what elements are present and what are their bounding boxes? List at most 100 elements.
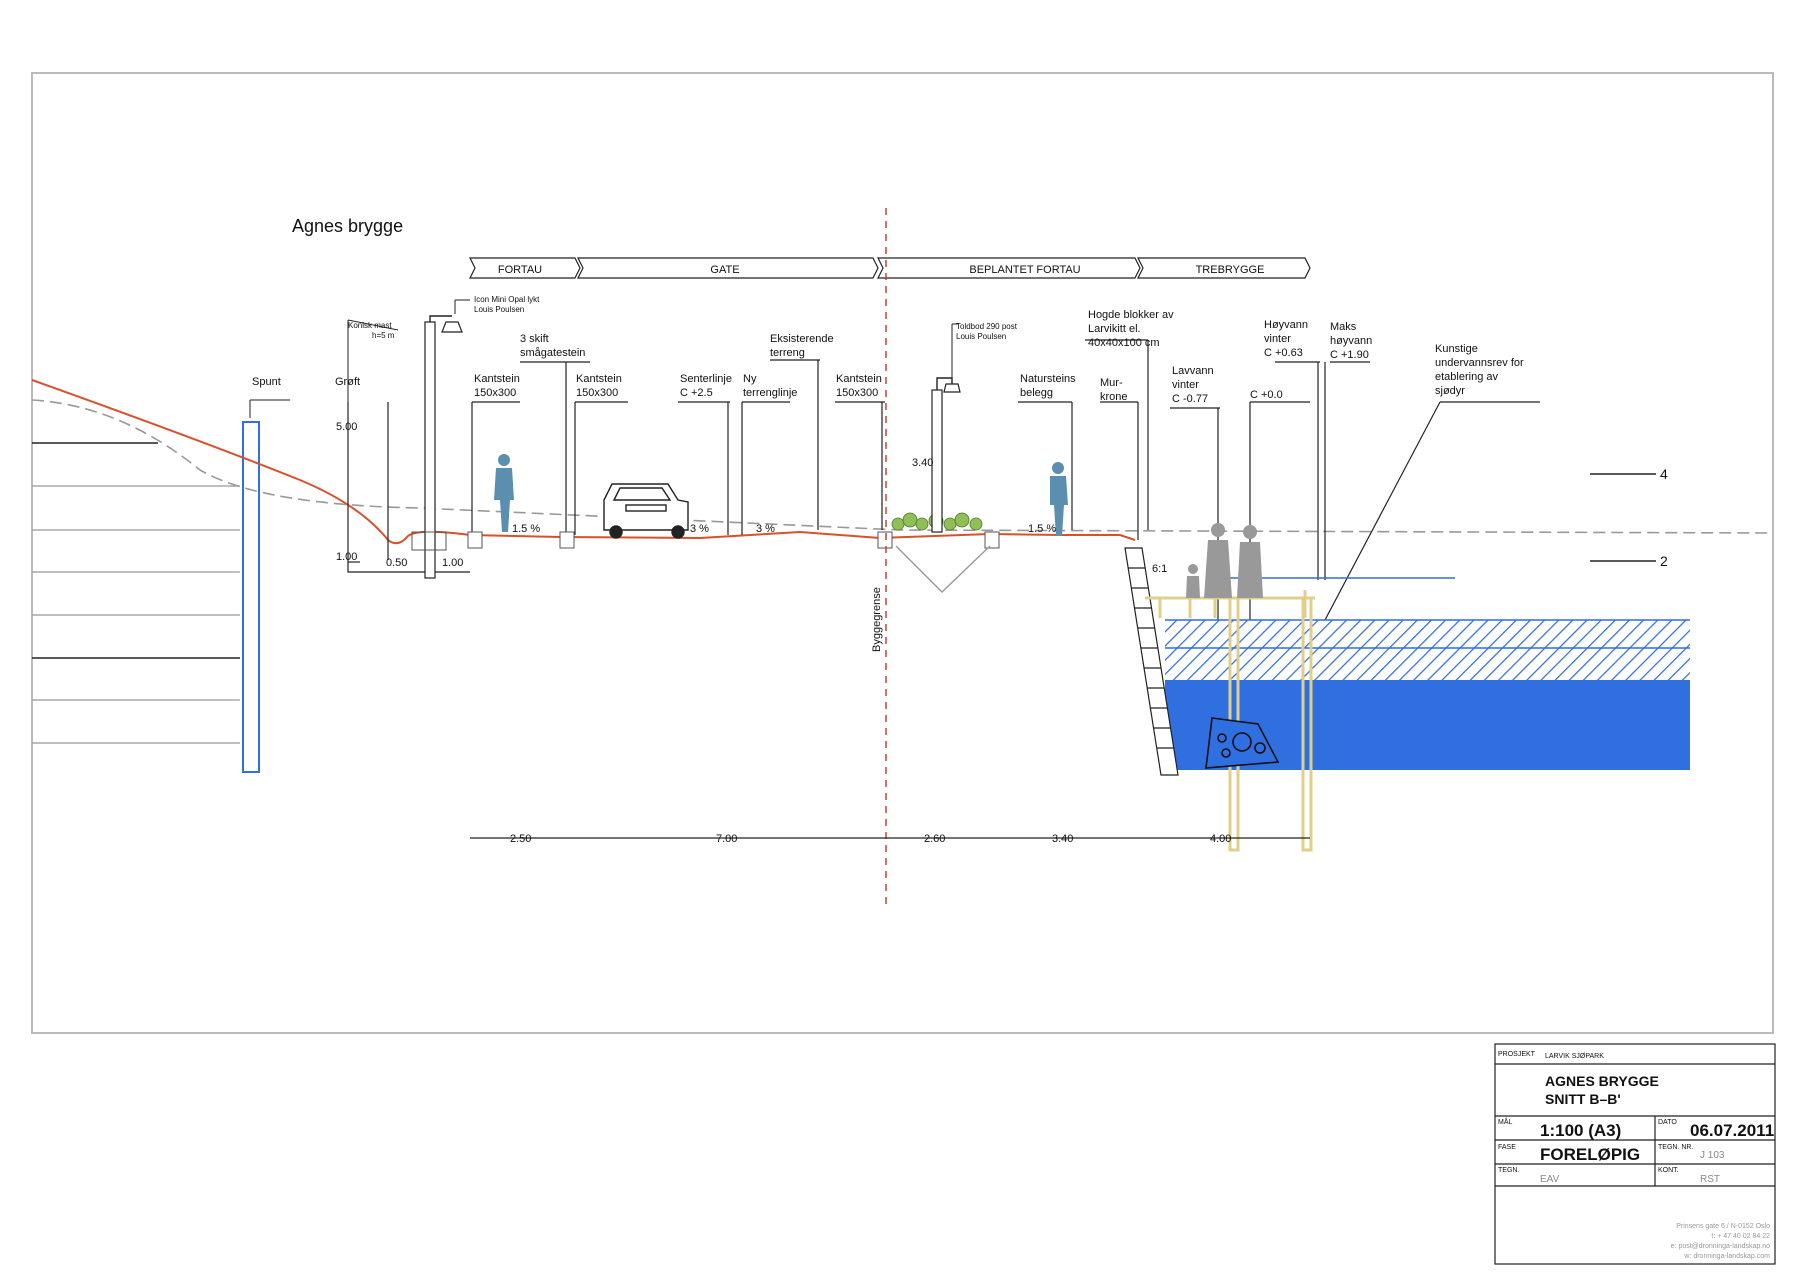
label-ny-terreng-a: Ny [743,373,757,385]
tb-prosjekt-label: PROSJEKT [1498,1051,1536,1058]
lamp-head-icon [441,321,463,333]
label-slope-ratio: 6:1 [1152,563,1167,575]
tb-address-3: e: post@dronninga-landskap.no [1671,1243,1770,1250]
sheet-frame [31,72,1774,1034]
tb-tegn-nr-label: TEGN. NR. [1658,1144,1693,1151]
family-figures [1186,523,1263,598]
elevation-4: 4 [1660,466,1668,482]
dim-250: 2.50 [510,833,531,845]
label-kunstige-b: undervannsrev for [1435,357,1524,369]
dim-400: 4.00 [1210,833,1231,845]
artificial-reef-block [1205,717,1280,769]
slope-1: 1.5 % [512,523,540,535]
label-byggegrense: Byggegrense [871,587,883,652]
tb-dato: 06.07.2011 [1690,1121,1774,1140]
title-block [1494,1043,1776,1265]
tb-tegn: EAV [1540,1174,1560,1185]
new-terrain-line [31,379,1136,545]
pedestrian-figure-1 [494,454,514,532]
label-lavvann-a: Lavvann [1172,365,1214,377]
mast-label-2: h=5 m [372,331,395,340]
zone-band-fortau [469,257,581,279]
label-toldbod-b: Louis Poulsen [956,332,1006,341]
lamp-label-1: Icon Mini Opal lykt [474,295,540,304]
tb-address-2: t: + 47 40 02 84 22 [1711,1233,1770,1240]
stone-block-wall [1124,547,1179,776]
zone-band-gate [577,257,879,279]
tb-mal-label: MÅL [1498,1117,1513,1126]
car-icon [603,483,689,539]
scale-top: 5.00 [336,421,357,433]
label-skift-a: 3 skift [520,333,549,345]
tb-prosjekt: LARVIK SJØPARK [1545,1053,1604,1060]
dim-050: 0.50 [386,557,407,569]
sheet-pile [242,421,260,773]
dim-340: 3.40 [1052,833,1073,845]
label-eksisterende-a: Eksisterende [770,333,834,345]
lamp-post [424,321,436,579]
label-kantstein-2a: Kantstein [576,373,622,385]
drawing-title: Agnes brygge [292,216,403,236]
label-maks-c: C +1.90 [1330,349,1369,361]
zone-band-beplantet-fortau [877,257,1141,279]
label-kunstige-c: etablering av [1435,371,1498,383]
slope-2: 3 % [690,523,709,535]
label-height-340: 3.40 [912,457,933,469]
tidal-zone-hatch [1165,620,1690,680]
label-skift-b: smågatestein [520,347,585,359]
label-kunstige-d: sjødyr [1435,385,1465,397]
slope-4: 1.5 % [1028,523,1056,535]
label-naturstein-a: Natursteins [1020,373,1076,385]
zone-label-beplantet-fortau: BEPLANTET FORTAU [969,264,1080,276]
tb-title-2: SNITT B–B' [1545,1091,1621,1107]
label-senterlinje-a: Senterlinje [680,373,732,385]
label-maks-b: høyvann [1330,335,1372,347]
label-kantstein-3b: 150x300 [836,387,878,399]
label-murkrone-b: krone [1100,391,1128,403]
label-maks-a: Maks [1330,321,1357,333]
tb-dato-label: DATO [1658,1119,1677,1126]
zone-band-trebrygge [1137,257,1311,279]
label-lavvann-c: C -0.77 [1172,393,1208,405]
tb-fase: FORELØPIG [1540,1145,1640,1164]
label-eksisterende-b: terreng [770,347,805,359]
dim-100: 1.00 [442,557,463,569]
existing-terrain-line [31,399,1771,534]
bollard-post [931,389,943,533]
zone-label-gate: GATE [710,264,739,276]
label-naturstein-b: belegg [1020,387,1053,399]
label-murkrone-a: Mur- [1100,377,1123,389]
tb-title-1: AGNES BRYGGE [1545,1073,1659,1089]
tb-mal: 1:100 (A3) [1540,1121,1621,1140]
lamp-label-2: Louis Poulsen [474,305,524,314]
dim-260: 2.60 [924,833,945,845]
label-c00: C +0.0 [1250,389,1283,401]
label-toldbod-a: Toldbod 290 post [956,322,1018,331]
label-senterlinje-b: C +2.5 [680,387,713,399]
zone-bands [469,257,1311,279]
tb-address-1: Prinsens gate 6 / N-0152 Oslo [1676,1223,1770,1230]
label-kantstein-1b: 150x300 [474,387,516,399]
label-kunstige-a: Kunstige [1435,343,1478,355]
pedestrian-figure-2 [1050,462,1068,536]
label-lavvann-b: vinter [1172,379,1199,391]
label-hoyvann-a: Høyvann [1264,319,1308,331]
zone-label-fortau: FORTAU [498,264,542,276]
label-spunt: Spunt [252,376,281,388]
label-kantstein-3a: Kantstein [836,373,882,385]
label-hoyvann-c: C +0.63 [1264,347,1303,359]
dim-700: 7.00 [716,833,737,845]
tb-tegn-nr: J 103 [1700,1150,1725,1161]
post-lamp-icon [943,383,961,393]
tb-kont: RST [1700,1174,1720,1185]
tb-fase-label: FASE [1498,1144,1516,1151]
tb-kont-label: KONT. [1658,1167,1679,1174]
label-groft: Grøft [335,376,360,388]
tb-address-4: w: dronninga-landskap.com [1683,1253,1770,1260]
label-hogde-b: Larvikitt el. [1088,323,1141,335]
zone-label-trebrygge: TREBRYGGE [1196,264,1265,276]
left-terrace-lines [32,485,240,744]
mast-label-1: Konisk mast [348,321,392,330]
slope-3: 3 % [756,523,775,535]
